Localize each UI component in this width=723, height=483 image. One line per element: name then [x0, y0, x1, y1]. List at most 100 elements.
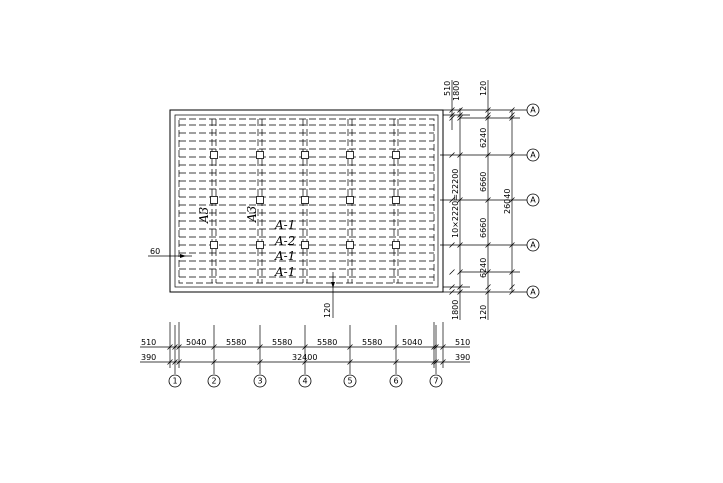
tick [440, 359, 446, 365]
label-a1-mid: A-1 [274, 249, 295, 263]
tick [449, 115, 455, 121]
dim-arrow-60 [180, 254, 186, 258]
axis-label-row: A [530, 288, 536, 297]
axis-label-row: A [530, 106, 536, 115]
dim-text-5580-d: 5580 [362, 338, 382, 347]
right-dimension-chain [440, 80, 530, 320]
axis-label-row: A [530, 196, 536, 205]
tick [393, 359, 399, 365]
axis-bubble-col [207, 374, 221, 388]
dim-text-120-top: 120 [479, 81, 488, 96]
tick [485, 107, 491, 113]
tick [509, 115, 515, 121]
tick [485, 115, 491, 121]
axis-bubble-col [253, 374, 267, 388]
tick [431, 359, 437, 365]
column-square [210, 196, 218, 204]
axis-bubble-row [526, 103, 540, 117]
dim-text-inner-120: 120 [323, 303, 332, 318]
dim-arrow-inner-120 [331, 282, 335, 288]
column-markers [210, 151, 400, 249]
tick [457, 107, 463, 113]
tick [393, 344, 399, 350]
dim-text-510-right: 510 [455, 338, 470, 347]
dim-text-32400: 32400 [292, 353, 317, 362]
dim-text-60: 60 [150, 247, 160, 256]
column-square [301, 241, 309, 249]
axis-label-row: A [530, 241, 536, 250]
axis-bubble-col [168, 374, 182, 388]
tick [509, 289, 515, 295]
outer-frame [169, 109, 444, 293]
dim-text-6660-a: 6660 [479, 172, 488, 192]
tick [431, 344, 437, 350]
column-square [346, 151, 354, 159]
column-square [392, 151, 400, 159]
axis-label-col: 7 [433, 377, 438, 386]
tick [485, 284, 491, 290]
dim-text-510-top: 510 [443, 81, 452, 96]
column-square [210, 241, 218, 249]
tick [433, 359, 439, 365]
column-square [301, 151, 309, 159]
column-square [346, 196, 354, 204]
inner-dashed-frame [178, 118, 435, 284]
axis-bubble-col [429, 374, 443, 388]
dim-text-1800-top: 1800 [452, 81, 461, 101]
tick [167, 359, 173, 365]
tick [172, 359, 178, 365]
tick [457, 115, 463, 121]
tick [485, 269, 491, 275]
tick [176, 344, 182, 350]
tick [509, 112, 515, 118]
dim-text-26040: 26040 [503, 189, 512, 214]
axis-label-col: 4 [302, 377, 307, 386]
tick [449, 242, 455, 248]
tick [509, 152, 515, 158]
tick [302, 344, 308, 350]
column-square [346, 241, 354, 249]
tick [509, 197, 515, 203]
column-square [256, 196, 264, 204]
tick [485, 152, 491, 158]
tick [457, 197, 463, 203]
tick [457, 284, 463, 290]
axis-label-col: 3 [257, 377, 262, 386]
axis-bubble-row [526, 193, 540, 207]
dim-text-grid-formula: 10×2220=22200 [451, 169, 460, 238]
dim-text-5580-b: 5580 [272, 338, 292, 347]
axis-label-col: 1 [172, 377, 177, 386]
axis-bubble-row [526, 285, 540, 299]
dim-text-5040-a: 5040 [186, 338, 206, 347]
column-square [392, 241, 400, 249]
dim-text-6240-bottom: 6240 [479, 258, 488, 278]
axis-label-col: 5 [347, 377, 352, 386]
axis-bubble-row [526, 148, 540, 162]
dim-text-6660-b: 6660 [479, 218, 488, 238]
tick [449, 284, 455, 290]
label-a3-left: A3 [197, 206, 211, 224]
tick [485, 289, 491, 295]
tick [509, 107, 515, 113]
column-square [301, 196, 309, 204]
tick [485, 112, 491, 118]
axis-bubble-row [526, 238, 540, 252]
tick [172, 344, 178, 350]
dim-text-6240-top: 6240 [479, 128, 488, 148]
tick [347, 359, 353, 365]
tick [457, 289, 463, 295]
tick [509, 269, 515, 275]
tick [485, 242, 491, 248]
bottom-dimension-chain [140, 322, 470, 374]
column-square [256, 241, 264, 249]
tick [449, 197, 455, 203]
tick [509, 242, 515, 248]
axis-bubble-col [298, 374, 312, 388]
dim-text-390-right: 390 [455, 353, 470, 362]
tick [457, 242, 463, 248]
tick [302, 359, 308, 365]
column-square [210, 151, 218, 159]
tick [167, 344, 173, 350]
tick [449, 107, 455, 113]
tick [449, 289, 455, 295]
